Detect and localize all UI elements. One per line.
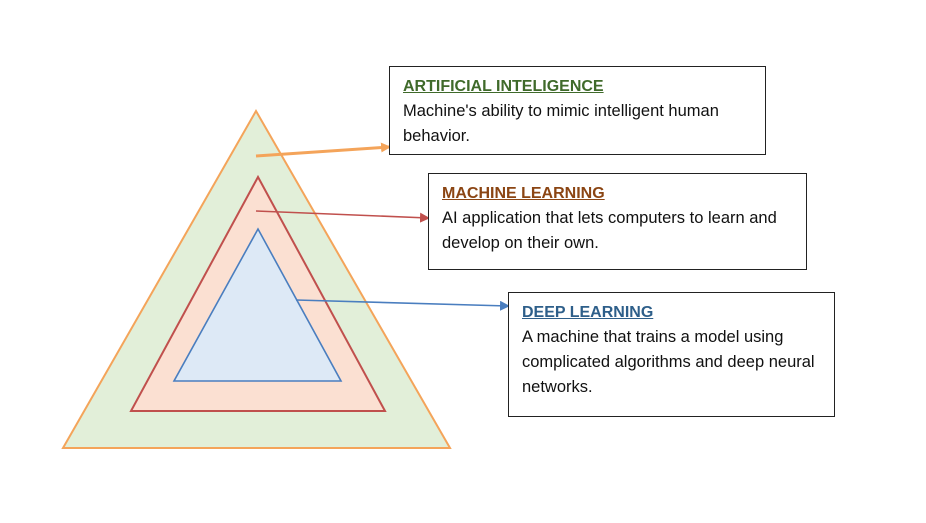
dl-arrow: [295, 299, 510, 311]
dl-description: A machine that trains a model using comp…: [522, 328, 815, 396]
ai-description: Machine's ability to mimic intelligent h…: [403, 102, 719, 145]
ml-arrow: [255, 210, 430, 223]
ml-title: MACHINE LEARNING: [442, 185, 605, 202]
ai-title: ARTIFICIAL INTELIGENCE: [403, 78, 604, 95]
dl-label-box: DEEP LEARNING A machine that trains a mo…: [508, 292, 835, 417]
dl-title: DEEP LEARNING: [522, 304, 654, 321]
ai-label-box: ARTIFICIAL INTELIGENCE Machine's ability…: [389, 66, 766, 155]
dl-triangle: [172, 227, 343, 382]
ml-description: AI application that lets computers to le…: [442, 209, 777, 252]
ai-arrow: [255, 142, 391, 158]
ml-label-box: MACHINE LEARNING AI application that let…: [428, 173, 807, 270]
